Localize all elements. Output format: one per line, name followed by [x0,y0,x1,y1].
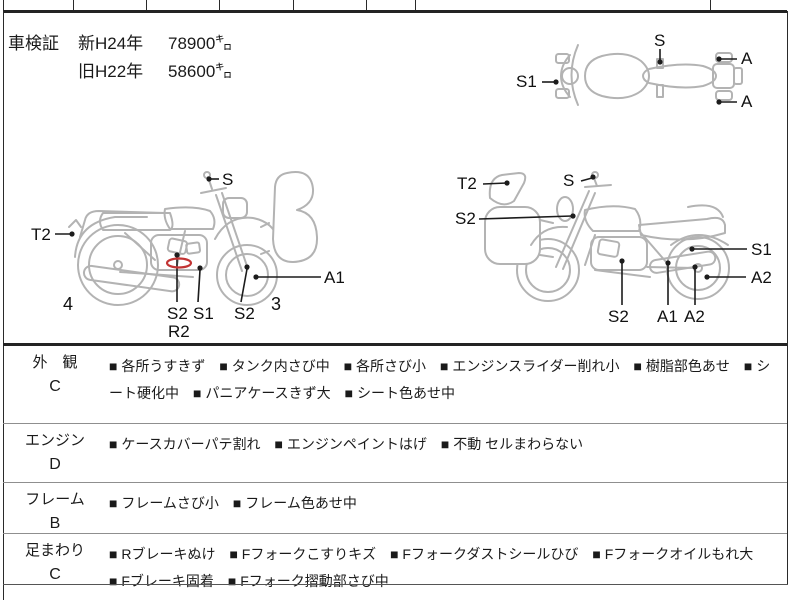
condition-category: 外 観 [32,354,78,371]
damage-label-s2-fork: S2 [234,304,255,323]
leader-lines [55,178,321,303]
condition-row-frame: フレーム B ■ フレームさび小 ■ フレーム色あせ中 [3,482,787,533]
damage-label-s: S [654,31,666,50]
sheet-left-border [3,11,4,600]
header-strip-divider [293,0,294,11]
damage-label-s1: S1 [516,72,537,91]
condition-grade: D [49,456,61,473]
damage-label-s1: S1 [193,304,214,323]
condition-grade: C [49,378,61,395]
panel-number-4: 4 [63,294,74,314]
condition-items: ■ フレームさび小 ■ フレーム色あせ中 [109,495,357,511]
header-strip-divider [73,0,74,11]
motorcycle-top-view-drawing [542,44,743,106]
sheet-right-border [787,11,788,584]
motorcycle-outline [68,171,319,306]
condition-label-cell: 外 観 C [3,346,107,423]
damage-label-t2: T2 [457,174,477,193]
motorcycle-right-view-drawing [478,171,747,305]
damage-label-s: S [222,170,234,189]
damage-label-t2: T2 [31,225,51,244]
header-strip-divider [3,0,4,11]
condition-grade: C [49,566,61,583]
shaken-era-old: 旧H22年 [78,62,144,81]
shaken-odo-new: 78900㌔ [168,34,233,53]
sheet-bottom-border [3,584,788,585]
damage-label-r2: R2 [168,322,190,341]
condition-category: 足まわり [24,542,85,559]
condition-items: ■ Rブレーキぬけ ■ Fフォークこすりキズ ■ Fフォークダストシールひび ■… [109,546,768,589]
damage-label-s2-front: S2 [455,209,476,228]
condition-items: ■ 各所うすきず ■ タンク内さび中 ■ 各所さび小 ■ エンジンスライダー削れ… [109,358,771,401]
damage-label-s2-engine: S2 [608,307,629,326]
damage-label-s2-engine: S2 [167,304,188,323]
motorcycle-outline [484,171,730,302]
damage-label-s: S [563,171,575,190]
damage-label-a-upper: A [741,49,753,68]
condition-label-cell: フレーム B [3,483,107,533]
leader-dots [69,176,259,280]
diagram-left-side-view: T2 S A1 4 3 S2 S1 R2 S2 [25,165,355,340]
damage-label-a2-exhaust: A2 [684,307,705,326]
motorcycle-outline [555,44,743,106]
condition-row-undercarriage: 足まわり C ■ Rブレーキぬけ ■ Fフォークこすりキズ ■ Fフォークダスト… [3,533,787,590]
motorcycle-left-view-drawing [55,171,321,306]
leader-dots [553,56,722,105]
diagram-top-view: S1 S A A [490,25,775,125]
damage-label-s1: S1 [751,240,772,259]
damage-label-a1: A1 [324,268,345,287]
header-strip-border [3,10,787,13]
condition-label-cell: エンジン D [3,424,107,482]
header-strip-divider [710,0,711,11]
shaken-title: 車検証 [8,34,59,53]
diagram-right-side-view: T2 S S2 S1 A2 S2 A1 A2 [445,165,780,340]
condition-category: エンジン [24,432,85,449]
shaken-rows: 新H24年 78900㌔ 旧H22年 58600㌔ [78,30,232,86]
shaken-odo-old: 58600㌔ [168,62,233,81]
leader-dots [504,174,710,280]
header-strip-divider [146,0,147,11]
header-strip-divider [366,0,367,11]
damage-label-a1: A1 [657,307,678,326]
damage-label-a2-wheel: A2 [751,268,772,287]
panel-number-3: 3 [271,294,282,314]
condition-grade: B [49,515,61,532]
condition-category: フレーム [25,491,85,508]
condition-items: ■ ケースカバーパテ割れ ■ エンジンペイントはげ ■ 不動 セルまわらない [109,436,584,452]
repair-mark-r2 [165,257,193,269]
header-strip-divider [415,0,416,11]
header-strip-divider [219,0,220,11]
condition-table: 外 観 C ■ 各所うすきず ■ タンク内さび中 ■ 各所さび小 ■ エンジンス… [3,343,787,590]
condition-label-cell: 足まわり C [3,534,107,590]
shaken-era-new: 新H24年 [78,34,144,53]
damage-label-a-lower: A [741,92,753,111]
condition-row-engine: エンジン D ■ ケースカバーパテ割れ ■ エンジンペイントはげ ■ 不動 セル… [3,423,787,482]
condition-row-exterior: 外 観 C ■ 各所うすきず ■ タンク内さび中 ■ 各所さび小 ■ エンジンス… [3,346,787,423]
leader-lines [478,177,747,305]
shaken-block: 車検証 新H24年 78900㌔ 旧H22年 58600㌔ [8,30,232,86]
